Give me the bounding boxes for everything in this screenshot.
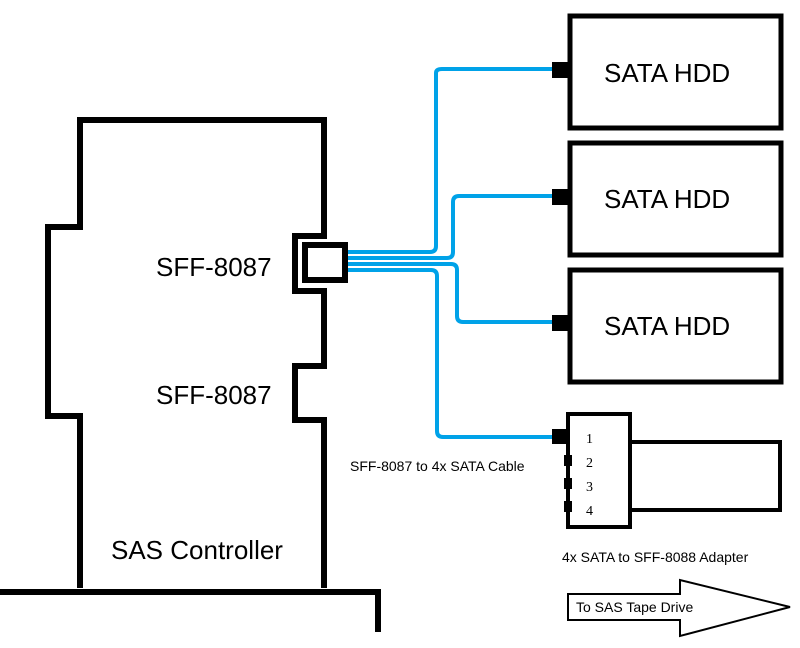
hdd-2-port — [552, 189, 568, 205]
adapter-pin-1-port — [552, 429, 568, 444]
hdd-2-box — [567, 140, 784, 258]
adapter-label: 4x SATA to SFF-8088 Adapter — [562, 549, 749, 565]
adapter-pin-3-port — [564, 478, 572, 489]
adapter-pin-2-port — [564, 455, 572, 466]
hdd-2: SATA HDD — [552, 140, 784, 258]
adapter: 1 2 3 4 — [552, 412, 782, 529]
sff-8087-plug — [302, 242, 348, 283]
adapter-body — [566, 412, 632, 529]
adapter-pin-1-label: 1 — [586, 432, 593, 447]
hdd-3-box — [567, 267, 784, 385]
hdd-3-label: SATA HDD — [604, 311, 730, 341]
hdd-2-label: SATA HDD — [604, 184, 730, 214]
adapter-pin-4-port — [564, 501, 572, 512]
cable-to-hdd-1 — [345, 67, 552, 254]
hdd-1: SATA HDD — [552, 13, 784, 131]
hdd-3-port — [552, 315, 568, 331]
port-2-label: SFF-8087 — [156, 380, 272, 410]
cable-to-hdd-2 — [345, 194, 552, 260]
adapter-pin-3-label: 3 — [586, 480, 593, 495]
sata-cables — [345, 67, 552, 439]
adapter-sff-8088-port — [628, 440, 782, 512]
controller-card-outline — [45, 117, 327, 588]
hdd-1-port — [552, 62, 568, 78]
port-1-label: SFF-8087 — [156, 252, 272, 282]
cable-label: SFF-8087 to 4x SATA Cable — [350, 458, 525, 474]
hdd-3: SATA HDD — [552, 267, 784, 385]
bracket-line — [0, 589, 381, 632]
cable-to-hdd-3 — [345, 262, 552, 324]
arrow-label: To SAS Tape Drive — [576, 599, 693, 615]
controller-label: SAS Controller — [111, 535, 283, 565]
adapter-pin-2-label: 2 — [586, 456, 593, 471]
cable-to-adapter-pin-1 — [345, 268, 552, 439]
hdd-1-label: SATA HDD — [604, 58, 730, 88]
adapter-pin-4-label: 4 — [586, 504, 593, 519]
hdd-1-box — [567, 13, 784, 131]
tape-drive-arrow — [567, 578, 791, 638]
